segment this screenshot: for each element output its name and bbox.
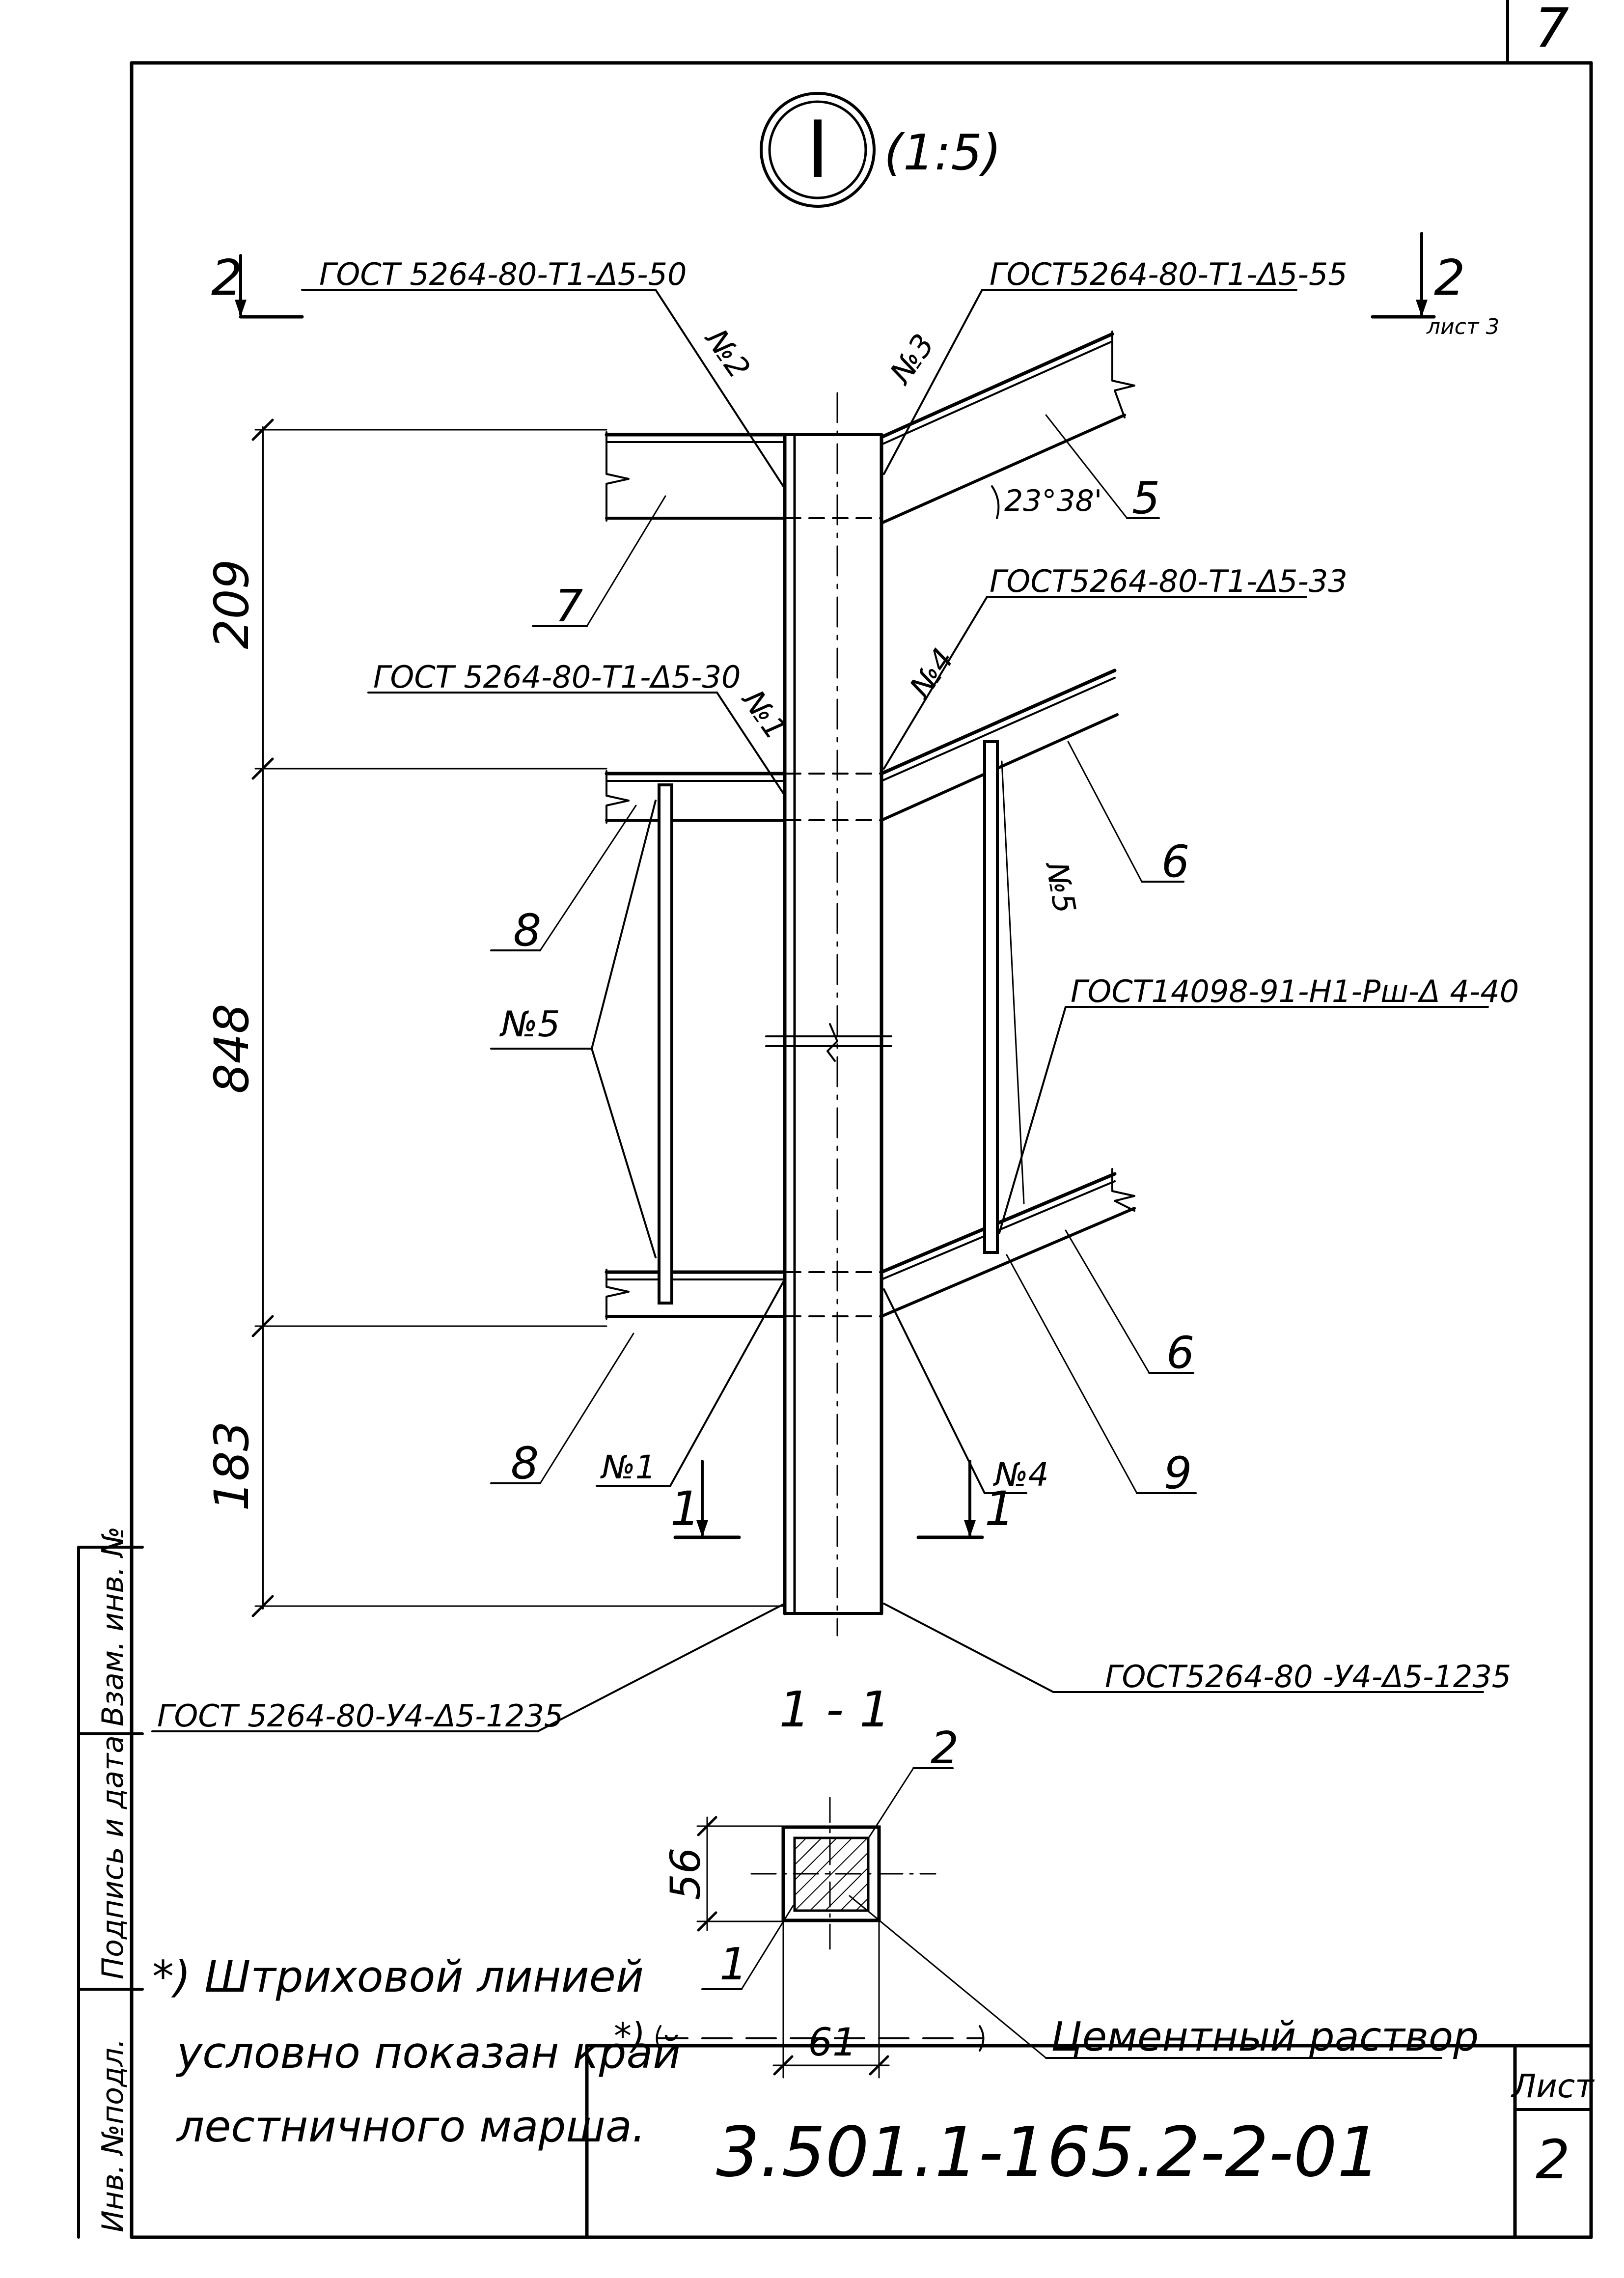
seam-n4-upper: №4: [902, 642, 961, 705]
section-mark-top-left: 2: [211, 249, 243, 306]
sheet-number: 2: [1536, 2128, 1570, 2191]
sheet-frame: [130, 0, 1593, 2239]
stamp-inv-podl: Инв. №подл.: [96, 2038, 130, 2232]
section-star: *): [614, 2015, 645, 2056]
section-mark-1-left: [673, 1460, 741, 1539]
section-1-1-profile: [750, 1797, 936, 1951]
section-width-dim: 61: [808, 2021, 856, 2065]
note-line-1: *) Штриховой линией: [152, 1951, 644, 2002]
seam-n5-right: №5: [1039, 858, 1083, 916]
title-block: [585, 2044, 1593, 2239]
pos-5: 5: [1132, 472, 1160, 524]
weld-mid-left: ГОСТ 5264-80-Т1-Δ5-30: [373, 659, 741, 695]
seam-n4-lower: №4: [993, 1456, 1049, 1494]
hidden-edges: [785, 517, 882, 1317]
leader-lines: [151, 289, 1489, 1732]
pos-6-lower: 6: [1166, 1327, 1194, 1379]
weld-base-right: ГОСТ5264-80 -У4-Δ5-1235: [1105, 1659, 1511, 1695]
note-line-3: лестничного марша.: [176, 2101, 646, 2152]
detail-mark-label: I: [806, 104, 829, 195]
pos-8-lower: 8: [511, 1438, 539, 1489]
pos-9: 9: [1164, 1447, 1192, 1499]
page-number: 7: [1535, 0, 1569, 59]
seam-n1-lower: №1: [600, 1448, 656, 1486]
section-mark-bottom-left: 1: [670, 1481, 700, 1536]
plate-left: [658, 783, 673, 1305]
plate-right: [983, 740, 999, 1254]
dimension-chain: [251, 418, 786, 1617]
beam-8-upper: [605, 770, 787, 824]
column: [765, 392, 892, 1637]
section-pos-1: 1: [719, 1939, 747, 1990]
seam-n5-left: №5: [499, 1003, 560, 1045]
pos-8-upper: 8: [513, 905, 541, 956]
section-mark-1-right: [916, 1460, 984, 1539]
section-height-dim: 56: [661, 1848, 710, 1900]
weld-top-left: ГОСТ 5264-80-Т1-Δ5-50: [319, 256, 687, 292]
weld-mid-right: ГОСТ5264-80-Т1-Δ5-33: [990, 563, 1348, 599]
beam-5: [880, 331, 1135, 525]
beam-6-lower: [880, 1168, 1136, 1318]
sheet-label: Лист: [1511, 2067, 1595, 2105]
section-dims: [656, 1767, 1442, 2079]
section-mark-top-right: 2: [1434, 249, 1465, 306]
section-mark-bottom-right: 1: [985, 1481, 1015, 1536]
section-mark-top-right-ref: лист 3: [1426, 314, 1500, 339]
detail-mark: [760, 92, 876, 208]
beam-6-upper: [880, 668, 1119, 822]
weld-base-left: ГОСТ 5264-80-У4-Δ5-1235: [157, 1698, 563, 1734]
section-mark-2-left: [235, 254, 304, 319]
section-pos-2: 2: [931, 1722, 959, 1774]
mortar-label: Цементный раствор: [1051, 2014, 1479, 2060]
weld-top-right: ГОСТ5264-80-Т1-Δ5-55: [990, 256, 1348, 292]
dim-209: 209: [204, 559, 259, 649]
beam-7: [605, 431, 787, 522]
dim-183: 183: [204, 1421, 259, 1511]
pos-7: 7: [555, 581, 583, 632]
detail-scale: (1:5): [884, 124, 1001, 181]
section-title: 1 - 1: [779, 1681, 891, 1738]
note-line-2: условно показан край: [175, 2028, 681, 2078]
angle-arc: [991, 485, 1000, 519]
pos-6-upper: 6: [1161, 836, 1189, 888]
seam-n2: №2: [698, 321, 757, 385]
section-mark-2-right: [1371, 232, 1436, 319]
weld-plate: ГОСТ14098-91-Н1-Рш-Δ 4-40: [1071, 973, 1519, 1009]
angle-label: 23°38': [1004, 484, 1102, 518]
dim-848: 848: [204, 1003, 259, 1093]
drawing-code: 3.501.1-165.2-2-01: [716, 2112, 1381, 2193]
beam-8-lower: [605, 1269, 787, 1320]
stamp-signature-date: Подпись и дата: [96, 1735, 130, 1979]
side-stamp: [77, 1546, 144, 2239]
stamp-vzam-inv: Взам. инв. №: [96, 1527, 130, 1726]
